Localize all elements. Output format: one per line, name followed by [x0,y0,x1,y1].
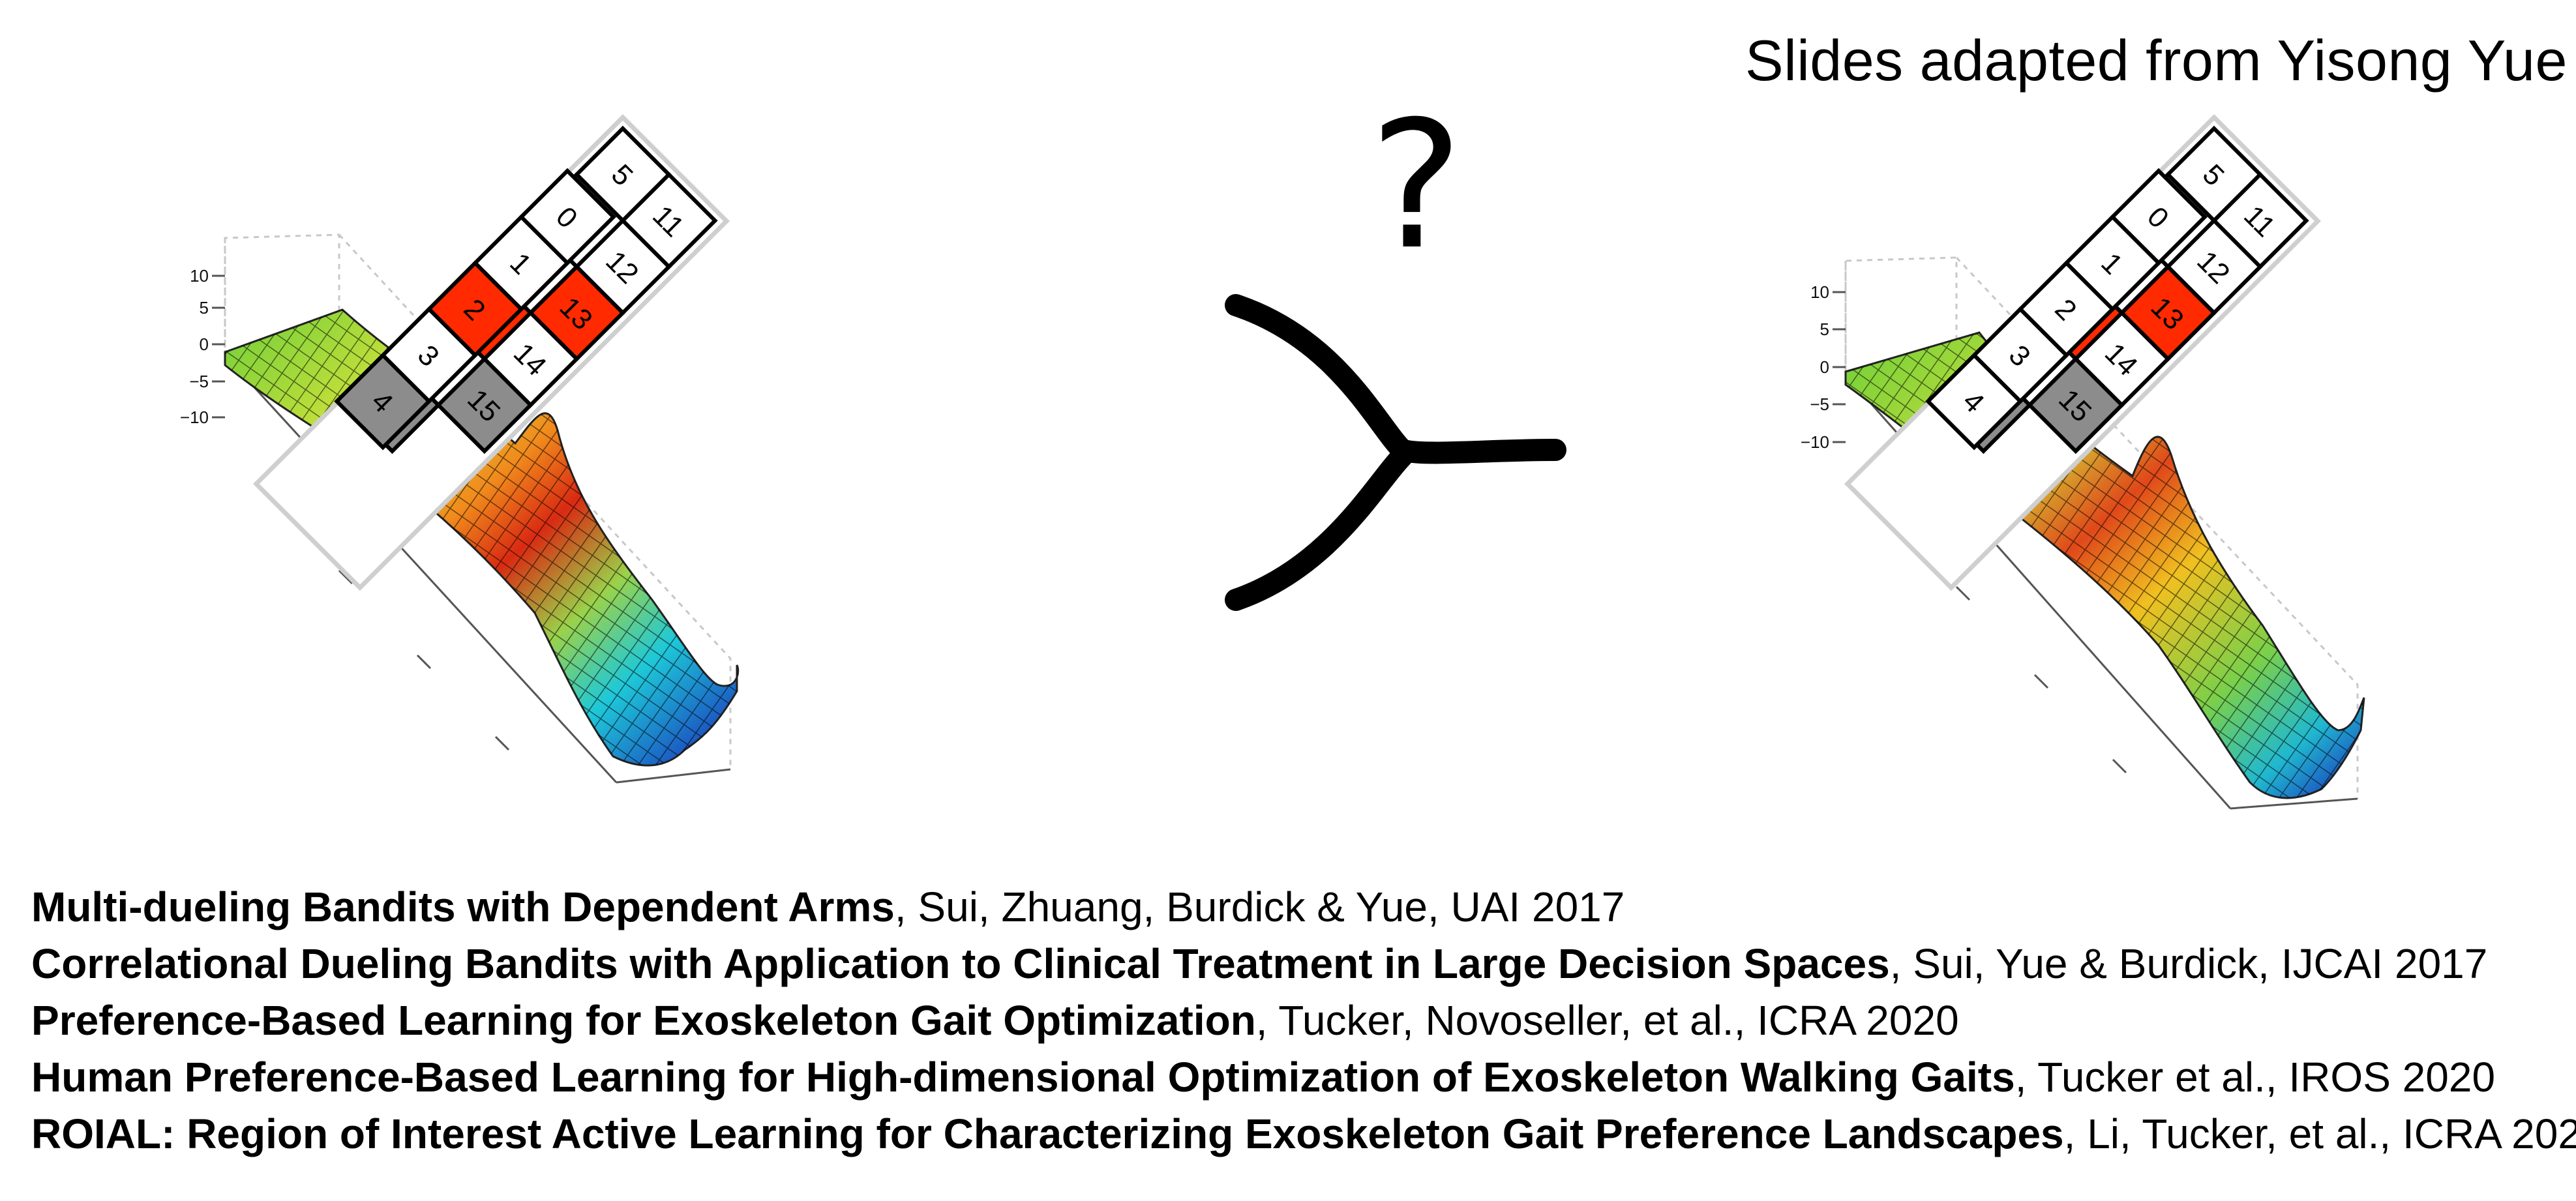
reference-item: Preference-Based Learning for Exoskeleto… [31,992,2576,1049]
right-z-tick-minus5: −5 [1810,394,1829,414]
reference-details: , Tucker et al., IROS 2020 [2014,1054,2496,1101]
reference-title: Multi-dueling Bandits with Dependent Arm… [31,883,895,930]
left-arm-grid-col0: 0 1 2 3 4 [334,168,616,451]
right-z-tick-5: 5 [1820,319,1829,339]
reference-list: Multi-dueling Bandits with Dependent Arm… [31,879,2576,1163]
reference-details: , Sui, Zhuang, Burdick & Yue, UAI 2017 [894,883,1625,930]
preference-succ-symbol [1225,294,1566,611]
reference-details: , Tucker, Novoseller, et al., ICRA 2020 [1255,997,1959,1044]
reference-item: Multi-dueling Bandits with Dependent Arm… [31,879,2576,936]
left-z-tick-5: 5 [200,298,209,318]
left-z-tick-minus10: −10 [180,408,209,427]
reference-title: Human Preference-Based Learning for High… [31,1054,2015,1101]
reference-details: , Sui, Yue & Burdick, IJCAI 2017 [1889,940,2488,987]
right-z-tick-10: 10 [1810,282,1829,302]
reference-details: , Li, Tucker, et al., ICRA 2021 [2063,1110,2576,1157]
right-arm-grid-col0: 0 1 2 3 4 [1925,168,2208,451]
right-arm-grid-col1: 5 11 6 12 7 13 8 14 9 15 10 [1934,125,2309,454]
reference-item: ROIAL: Region of Interest Active Learnin… [31,1106,2576,1163]
question-mark: ? [1370,83,1463,288]
left-z-tick-minus5: −5 [189,372,209,391]
reference-item: Correlational Dueling Bandits with Appli… [31,936,2576,992]
left-z-tick-0: 0 [200,334,209,354]
slide-attribution: Slides adapted from Yisong Yue [1745,28,2568,93]
left-arm-grid: 5 11 6 12 7 13 8 14 9 15 10 [252,114,730,591]
right-z-tick-0: 0 [1820,357,1829,377]
right-z-tick-minus10: −10 [1801,432,1829,452]
reference-item: Human Preference-Based Learning for High… [31,1049,2576,1106]
reference-title: Correlational Dueling Bandits with Appli… [31,940,1890,987]
left-z-tick-10: 10 [190,266,209,286]
reference-title: Preference-Based Learning for Exoskeleto… [31,997,1256,1044]
reference-title: ROIAL: Region of Interest Active Learnin… [31,1110,2064,1157]
